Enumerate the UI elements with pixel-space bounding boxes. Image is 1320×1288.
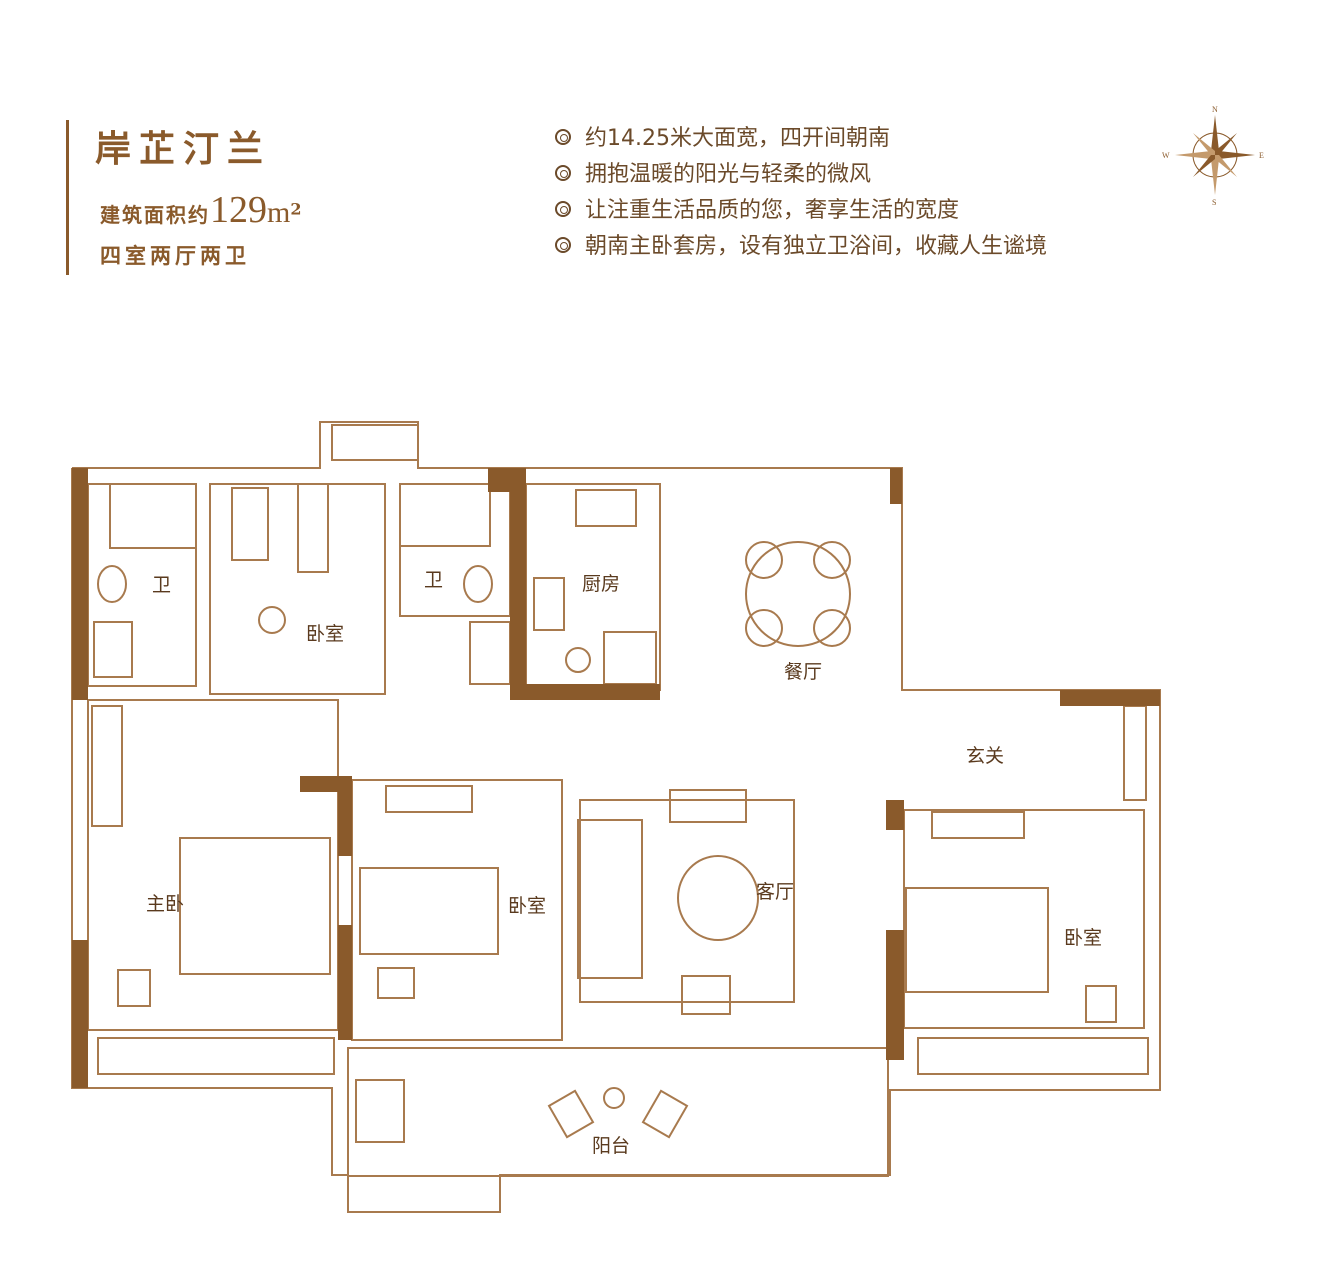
- circle-bullet-icon: [555, 129, 571, 145]
- bath2-toilet-icon: [463, 565, 493, 603]
- column: [886, 800, 904, 830]
- room-label-kitchen: 厨房: [582, 573, 620, 595]
- area-unit-sup: 2: [290, 199, 304, 219]
- balcony-chair-icon: [547, 1089, 595, 1139]
- room-label-living: 客厅: [756, 881, 794, 903]
- middle-bedroom-outline: [351, 779, 563, 1041]
- room-label-north-bedroom: 卧室: [306, 623, 344, 645]
- room-label-east-bedroom: 卧室: [1064, 927, 1102, 949]
- master-wardrobe: [91, 705, 123, 827]
- east-chair: [1085, 985, 1117, 1023]
- building-area: 建筑面积约129m2: [100, 188, 303, 232]
- north-bedroom-bed: [231, 487, 269, 561]
- bath1-toilet-icon: [97, 565, 127, 603]
- master-window-cabinet: [97, 1037, 335, 1075]
- bath2-tub: [469, 621, 511, 685]
- living-sofa: [577, 819, 643, 979]
- dining-chair-icon: [813, 541, 851, 579]
- outer-wall: [71, 421, 1161, 1213]
- master-chair: [117, 969, 151, 1007]
- east-bedroom-outline: [903, 809, 1145, 1029]
- column: [890, 468, 902, 504]
- compass-s: S: [1212, 198, 1216, 207]
- middle-bed: [359, 867, 499, 955]
- north-bedroom-chair-icon: [258, 606, 286, 634]
- dining-chair-icon: [745, 541, 783, 579]
- column: [510, 468, 526, 700]
- east-wardrobe: [931, 811, 1025, 839]
- living-armchair: [681, 975, 731, 1015]
- compass-w: W: [1162, 151, 1170, 160]
- room-label-entrance: 玄关: [966, 745, 1004, 767]
- bath1-sink: [93, 621, 133, 678]
- living-tv-cabinet: [669, 789, 747, 823]
- column: [886, 930, 904, 1060]
- feature-item: 朝南主卧套房，设有独立卫浴间，收藏人生谧境: [555, 232, 1047, 268]
- middle-desk-chair: [377, 967, 415, 999]
- circle-bullet-icon: [555, 165, 571, 181]
- balcony-washer: [355, 1079, 405, 1143]
- column: [300, 776, 350, 792]
- bath2-outline: [399, 483, 511, 617]
- compass-n: N: [1212, 105, 1218, 114]
- bath2-shower: [399, 483, 491, 547]
- circle-bullet-icon: [555, 201, 571, 217]
- feature-list: 约14.25米大面宽，四开间朝南 拥抱温暖的阳光与轻柔的微风 让注重生活品质的您…: [555, 124, 1047, 268]
- kitchen-appliance-icon: [565, 647, 591, 673]
- area-prefix: 建筑面积约: [100, 203, 210, 227]
- bath1-outline: [87, 483, 197, 687]
- master-bed: [179, 837, 331, 975]
- entrance-cabinet: [1123, 705, 1147, 801]
- room-label-middle-bedroom: 卧室: [508, 895, 546, 917]
- dining-chair-icon: [745, 609, 783, 647]
- compass-rose-icon: N S E W: [1162, 105, 1264, 207]
- balcony-chair-icon: [641, 1089, 689, 1139]
- room-label-dining: 餐厅: [784, 661, 822, 683]
- east-window-cabinet: [917, 1037, 1149, 1075]
- room-layout: 四室两厅两卫: [100, 243, 250, 268]
- column: [338, 776, 352, 856]
- balcony-outline: [347, 1047, 889, 1177]
- column: [510, 684, 660, 700]
- kitchen-stove: [533, 577, 565, 631]
- area-unit: m: [267, 196, 291, 229]
- dining-chair-icon: [813, 609, 851, 647]
- middle-wardrobe: [385, 785, 473, 813]
- header-accent-bar: [66, 120, 69, 275]
- column: [72, 468, 88, 700]
- kitchen-fridge: [603, 631, 657, 685]
- column: [72, 940, 88, 1088]
- room-label-bath1: 卫: [152, 574, 171, 596]
- kitchen-sink: [575, 489, 637, 527]
- column: [338, 925, 352, 1040]
- feature-item: 让注重生活品质的您，奢享生活的宽度: [555, 196, 1047, 232]
- floorplan-title: 岸芷汀兰: [95, 128, 272, 170]
- feature-item: 约14.25米大面宽，四开间朝南: [555, 124, 1047, 160]
- room-label-master: 主卧: [146, 893, 184, 915]
- room-label-balcony: 阳台: [592, 1135, 630, 1157]
- dining-table: [745, 541, 851, 647]
- north-bedroom-wardrobe: [297, 483, 329, 573]
- column: [1060, 690, 1160, 706]
- living-rug: [579, 799, 795, 1003]
- area-value: 129: [210, 189, 267, 231]
- room-label-bath2: 卫: [424, 569, 443, 591]
- aircon-unit: [331, 424, 419, 461]
- compass-e: E: [1259, 151, 1264, 160]
- feature-item: 拥抱温暖的阳光与轻柔的微风: [555, 160, 1047, 196]
- east-bed: [905, 887, 1049, 993]
- balcony-table-icon: [603, 1087, 625, 1109]
- circle-bullet-icon: [555, 237, 571, 253]
- bath1-shower: [109, 483, 197, 549]
- master-bedroom-outline: [87, 699, 339, 1031]
- living-coffee-table: [677, 855, 759, 941]
